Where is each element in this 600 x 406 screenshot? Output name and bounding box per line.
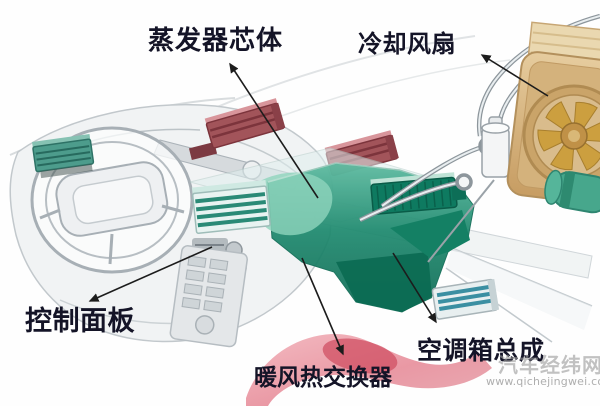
label-hvac-assembly: 空调箱总成	[417, 336, 545, 365]
rear-console-vent	[431, 278, 500, 320]
label-evaporator-core: 蒸发器芯体	[148, 26, 284, 56]
cooling-fan-arrow	[480, 54, 549, 97]
label-control-panel: 控制面板	[25, 306, 135, 337]
watermark-site-name: 汽车经纬网	[498, 353, 600, 377]
fan-blades	[522, 84, 600, 188]
watermark-site-url: www.qichejingwei.com	[486, 375, 600, 388]
left-dash-vent	[32, 133, 95, 179]
center-console	[169, 245, 248, 348]
dashboard-sketch	[9, 103, 334, 348]
label-heater-core: 暖风热交换器	[254, 365, 392, 391]
control-panel-arrow	[88, 246, 213, 302]
leader-arrows	[88, 54, 549, 356]
label-cooling-fan: 冷却风扇	[358, 30, 456, 58]
small-red-vent	[188, 142, 218, 160]
ac-compressor	[544, 169, 600, 214]
hvac-front-vent	[191, 179, 271, 234]
receiver-drier	[481, 116, 510, 178]
heater-core-arrow	[301, 257, 344, 356]
hvac-assembly-arrow	[392, 252, 437, 324]
evaporator-arrow	[229, 62, 319, 199]
cooling-fan-assembly	[506, 21, 600, 214]
